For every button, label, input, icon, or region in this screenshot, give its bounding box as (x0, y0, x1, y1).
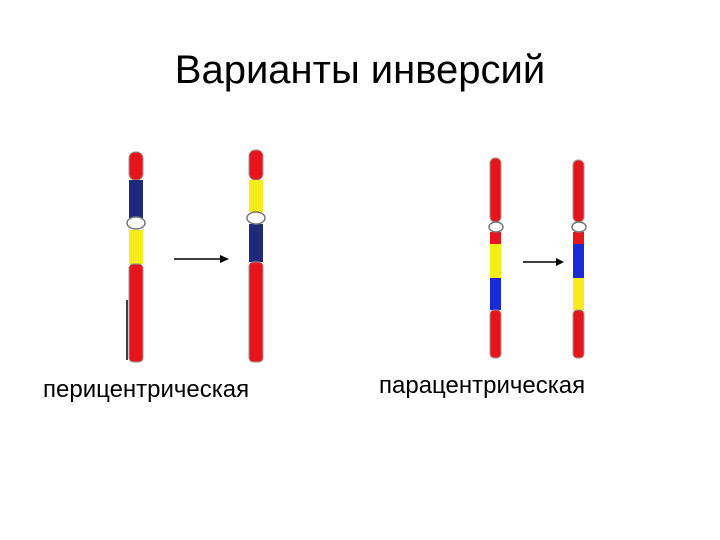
caption-pericentric: перицентрическая (43, 376, 250, 403)
chromosome-pericentric-after (246, 149, 266, 363)
segment-red-top (248, 149, 264, 181)
segment-yellow (490, 244, 501, 278)
segment-red-top (128, 151, 144, 181)
segment-red-top (489, 157, 502, 223)
segment-navy (249, 224, 263, 262)
segment-red-bottom (128, 263, 144, 363)
chromosome-paracentric-before (488, 157, 504, 359)
caption-paracentric: парацентрическая (379, 372, 586, 399)
segment-red-bottom (248, 261, 264, 363)
segment-red (573, 232, 584, 244)
arrow-pericentric (174, 255, 229, 263)
chromosome-pericentric-before (126, 151, 146, 363)
segment-red-bottom (489, 309, 502, 359)
segment-yellow (249, 180, 263, 212)
segment-blue (490, 278, 501, 310)
segment-yellow (129, 230, 143, 264)
centromere (571, 221, 587, 233)
segment-red-top (572, 159, 585, 223)
slide-title: Варианты инверсий (174, 48, 546, 92)
chromosome-paracentric-after (571, 159, 587, 359)
centromere (488, 221, 504, 233)
segment-blue (573, 244, 584, 278)
segment-red (490, 232, 501, 244)
segment-navy (129, 180, 143, 218)
arrow-paracentric (523, 258, 564, 266)
centromere (246, 211, 266, 225)
segment-red-bottom (572, 309, 585, 359)
segment-yellow (573, 278, 584, 310)
centromere (126, 216, 146, 230)
